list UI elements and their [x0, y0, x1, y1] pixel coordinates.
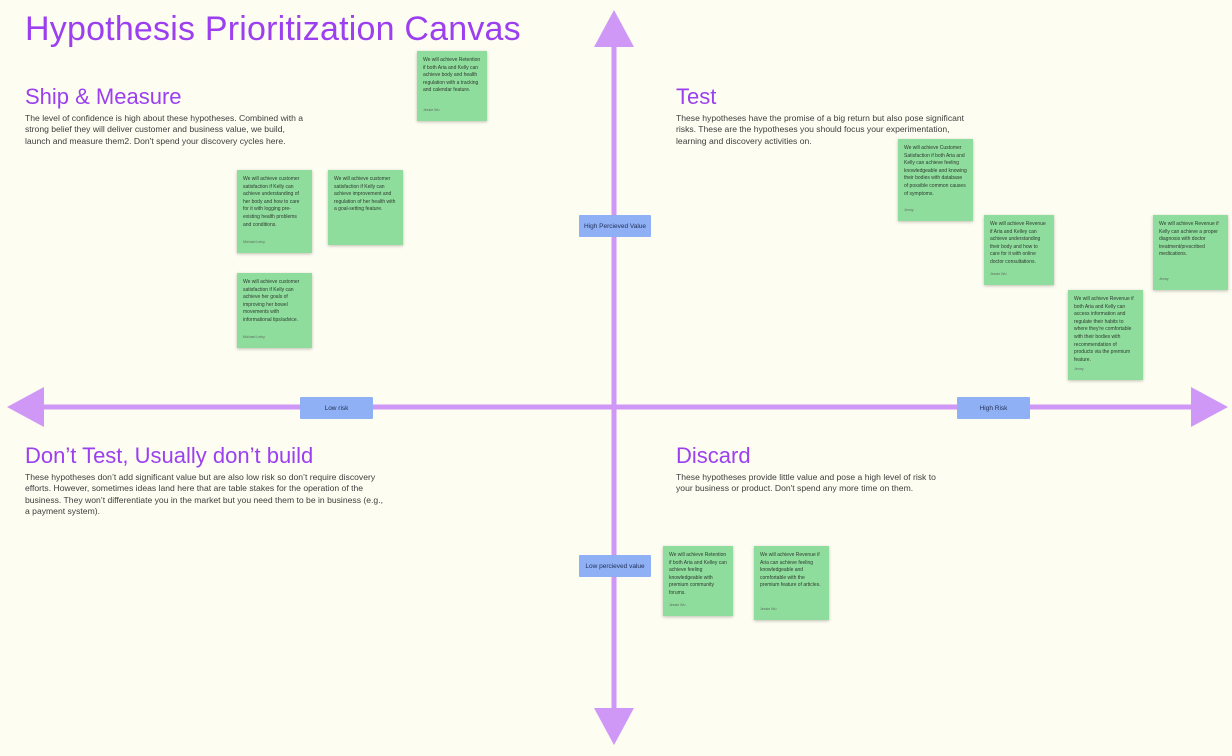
axis-label-high-risk[interactable]: High Risk: [957, 397, 1030, 419]
sticky-note[interactable]: We will achieve Revenue if Kelly can ach…: [1153, 215, 1228, 290]
page-title: Hypothesis Prioritization Canvas: [25, 10, 521, 48]
sticky-note-text: We will achieve customer satisfaction if…: [334, 176, 396, 213]
sticky-note-text: We will achieve Revenue if Aria can achi…: [760, 552, 821, 589]
quadrant-heading-discard: Discard: [676, 443, 751, 468]
sticky-note[interactable]: We will achieve Revenue if Aria and Kell…: [984, 215, 1054, 285]
sticky-note-author: Jessie Wu: [760, 607, 777, 612]
axis-label-high-value[interactable]: High Percieved Value: [579, 215, 651, 237]
sticky-note[interactable]: We will achieve Retention if both Aria a…: [417, 51, 487, 121]
sticky-note[interactable]: We will achieve customer satisfaction if…: [237, 273, 312, 348]
sticky-note-author: Jessie Wu: [990, 272, 1007, 277]
arrow-up-icon: [594, 10, 634, 47]
sticky-note-author: Michael Leiny: [243, 240, 265, 245]
arrow-right-icon: [1191, 387, 1228, 427]
quadrant-heading-dont-test: Don’t Test, Usually don’t build: [25, 443, 314, 468]
sticky-note-author: Jessie Wu: [669, 603, 686, 608]
sticky-note-text: We will achieve Retention if both Aria a…: [669, 552, 727, 596]
sticky-note-author: Michael Leiny: [243, 335, 265, 340]
sticky-note[interactable]: We will achieve customer satisfaction if…: [328, 170, 403, 245]
sticky-note-text: We will achieve customer satisfaction if…: [243, 279, 300, 323]
quadrant-description-dont-test: These hypotheses don’t add significant v…: [25, 472, 383, 517]
sticky-note-text: We will achieve Revenue if Aria and Kell…: [990, 221, 1046, 265]
sticky-note-text: We will achieve Revenue if Kelly can ach…: [1159, 221, 1219, 258]
sticky-note[interactable]: We will achieve Retention if both Aria a…: [663, 546, 733, 616]
sticky-note-text: We will achieve Retention if both Aria a…: [423, 57, 481, 94]
quadrant-description-discard: These hypotheses provide little value an…: [676, 472, 936, 494]
arrow-down-icon: [594, 708, 634, 745]
sticky-note-author: Jenny: [904, 208, 914, 213]
arrow-left-icon: [7, 387, 44, 427]
sticky-note[interactable]: We will achieve Revenue if both Aria and…: [1068, 290, 1143, 380]
sticky-note[interactable]: We will achieve Revenue if Aria can achi…: [754, 546, 829, 620]
sticky-note[interactable]: We will achieve customer satisfaction if…: [237, 170, 312, 253]
sticky-note-text: We will achieve customer satisfaction if…: [243, 176, 300, 228]
axis-label-low-value[interactable]: Low percieved value: [579, 555, 651, 577]
sticky-note[interactable]: We will achieve Customer Satisfaction if…: [898, 139, 973, 221]
quadrant-heading-test: Test: [676, 84, 717, 109]
sticky-note-author: Jessie Wu: [423, 108, 440, 113]
sticky-note-text: We will achieve Customer Satisfaction if…: [904, 145, 967, 197]
sticky-note-text: We will achieve Revenue if both Aria and…: [1074, 296, 1134, 363]
quadrant-description-test: These hypotheses have the promise of a b…: [676, 113, 965, 146]
quadrant-description-ship-measure: The level of confidence is high about th…: [25, 113, 304, 146]
axis-label-low-risk[interactable]: Low risk: [300, 397, 373, 419]
quadrant-heading-ship-measure: Ship & Measure: [25, 84, 182, 109]
sticky-note-author: Jenny: [1159, 277, 1169, 282]
sticky-note-author: Jenny: [1074, 367, 1084, 372]
